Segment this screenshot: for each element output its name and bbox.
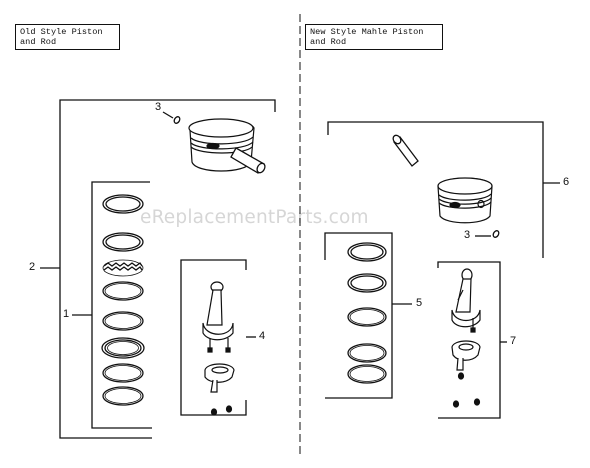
left-rings-bracket [91,181,152,429]
right-piston-pin [392,134,419,167]
callout-2: 2 [29,261,36,273]
right-connecting-rod [451,268,481,408]
left-piston-pin [230,147,266,174]
left-connecting-rod [202,281,235,416]
callout-4: 4 [259,330,266,342]
new-style-title: New Style Mahle Piston and Rod [305,24,443,50]
callout-7: 7 [510,335,517,347]
right-rings-bracket [324,232,393,399]
old-style-title: Old Style Piston and Rod [15,24,120,50]
right-pin-clip [492,230,500,238]
right-rod-bracket [437,261,501,419]
leader-3-left [162,111,174,119]
left-pin-clip [173,116,181,124]
left-piston-rings [101,194,145,406]
callout-6: 6 [563,176,570,188]
watermark: eReplacementParts.com [140,207,369,228]
right-assembly-bracket [327,121,544,258]
left-rod-bracket [180,259,247,416]
callout-3-left: 3 [155,101,162,113]
right-piston-rings [347,242,387,384]
callout-1: 1 [63,308,70,320]
left-assembly-bracket [59,99,276,439]
callout-3-right: 3 [464,229,471,241]
right-piston [437,177,493,224]
callout-5: 5 [416,297,423,309]
